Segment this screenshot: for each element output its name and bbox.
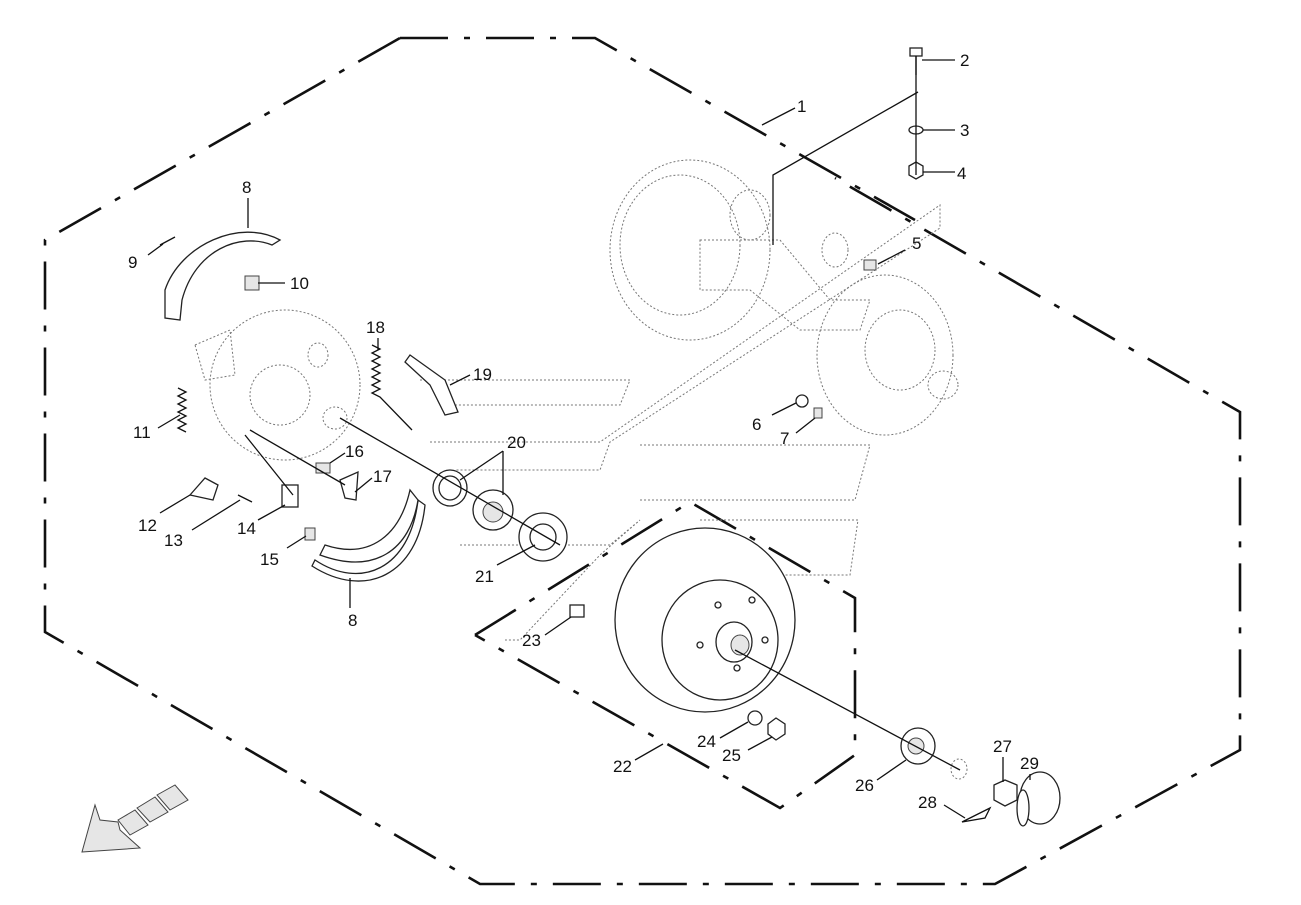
callout-1: 1 [797,97,806,116]
callout-27: 27 [993,737,1012,756]
callout-20: 20 [507,433,526,452]
callout-26: 26 [855,776,874,795]
callout-4: 4 [957,164,966,183]
callout-15: 15 [260,550,279,569]
brake-drum [614,527,796,713]
callout-22: 22 [613,757,632,776]
hardware-parts [159,47,1061,827]
callout-29: 29 [1020,754,1039,773]
callout-18: 18 [366,318,385,337]
callout-21: 21 [475,567,494,586]
callout-9: 9 [128,253,137,272]
callout-17: 17 [373,467,392,486]
callout-14: 14 [237,519,256,538]
backing-plate-ghost [194,309,361,461]
callout-10: 10 [290,274,309,293]
front-direction-arrow-icon [81,784,189,853]
callout-16: 16 [345,442,364,461]
callout-25: 25 [722,746,741,765]
callout-19: 19 [473,365,492,384]
callout-7: 7 [780,429,789,448]
callout-28: 28 [918,793,937,812]
axle-assembly-ghost [420,159,959,641]
callout-23: 23 [522,631,541,650]
callout-11: 11 [133,423,151,442]
callout-13: 13 [164,531,183,550]
leader-lines [147,59,1031,819]
callout-3: 3 [960,121,969,140]
callout-24: 24 [697,732,716,751]
assembly-axis-lines [244,56,961,771]
callout-12: 12 [138,516,157,535]
callout-8-upper: 8 [242,178,251,197]
callout-8-lower: 8 [348,611,357,630]
callout-5: 5 [912,234,921,253]
boundary-outline [43,36,1242,886]
callout-2: 2 [960,51,969,70]
callout-6: 6 [752,415,761,434]
callout-labels: 1 2 3 4 5 6 7 8 8 9 10 11 12 13 14 15 16… [128,51,1039,812]
